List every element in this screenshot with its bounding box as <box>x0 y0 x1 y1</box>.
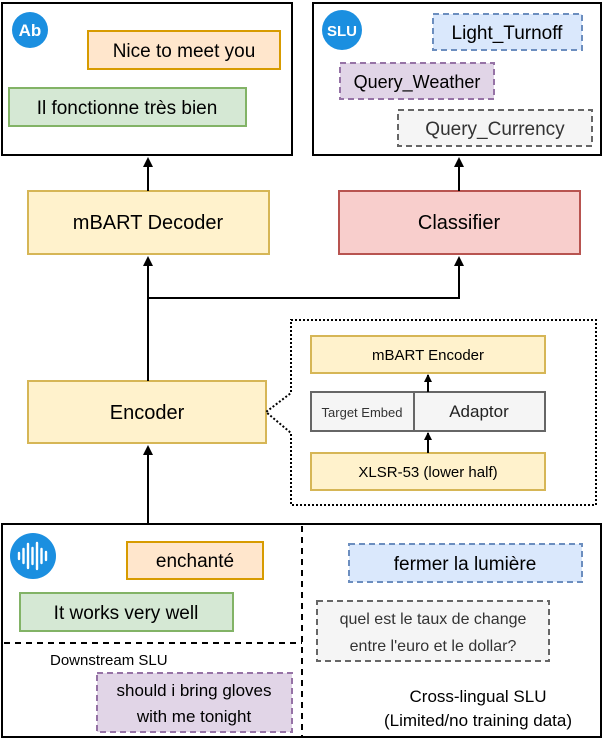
speech-grey-line2: entre l'euro et le dollar? <box>350 638 517 655</box>
speech-grey-line1: quel est le taux de change <box>340 611 527 628</box>
speech-purple-line1: should i bring gloves <box>117 681 272 700</box>
intent-grey-text: Query_Currency <box>425 119 565 140</box>
xlsr-label: XLSR-53 (lower half) <box>358 464 497 481</box>
intent-purple-text: Query_Weather <box>354 72 481 93</box>
crosslingual-line2: (Limited/no training data) <box>384 711 572 730</box>
translation-badge: Ab <box>19 21 42 40</box>
classifier-label: Classifier <box>418 212 501 234</box>
input-panel: enchanté It works very well Downstream S… <box>1 523 602 738</box>
speech-purple-line2: with me tonight <box>136 707 252 726</box>
sound-wave-icon <box>10 533 56 579</box>
slu-badge-icon <box>322 10 362 50</box>
slu-badge: SLU <box>327 23 357 40</box>
target-green-text: Il fonctionne très bien <box>37 98 218 119</box>
speech-orange-text: enchanté <box>156 551 234 572</box>
crosslingual-line1: Cross-lingual SLU <box>410 687 547 706</box>
connectors <box>143 157 464 524</box>
mbart-decoder-box: mBART Decoder <box>27 190 270 255</box>
speech-blue-text: fermer la lumière <box>394 554 537 575</box>
translation-output-panel: Ab Nice to meet you Il fonctionne très b… <box>1 2 293 156</box>
intent-blue-text: Light_Turnoff <box>452 23 564 44</box>
slu-output-panel: SLU Light_Turnoff Query_Weather Query_Cu… <box>312 2 602 156</box>
speech-green-text: It works very well <box>54 603 199 624</box>
mbart-encoder-label: mBART Encoder <box>372 347 484 364</box>
downstream-slu-label: Downstream SLU <box>50 652 168 669</box>
adaptor-label: Adaptor <box>449 402 509 421</box>
translation-badge-icon <box>12 12 48 48</box>
classifier-box: Classifier <box>338 190 581 255</box>
encoder-box: Encoder <box>27 380 267 444</box>
encoder-detail-callout: mBART Encoder Target Embed Adaptor XLSR-… <box>264 319 597 506</box>
mbart-decoder-label: mBART Decoder <box>73 212 224 234</box>
encoder-label: Encoder <box>110 402 185 424</box>
target-orange-text: Nice to meet you <box>113 41 256 62</box>
target-embed-label: Target Embed <box>322 405 403 420</box>
